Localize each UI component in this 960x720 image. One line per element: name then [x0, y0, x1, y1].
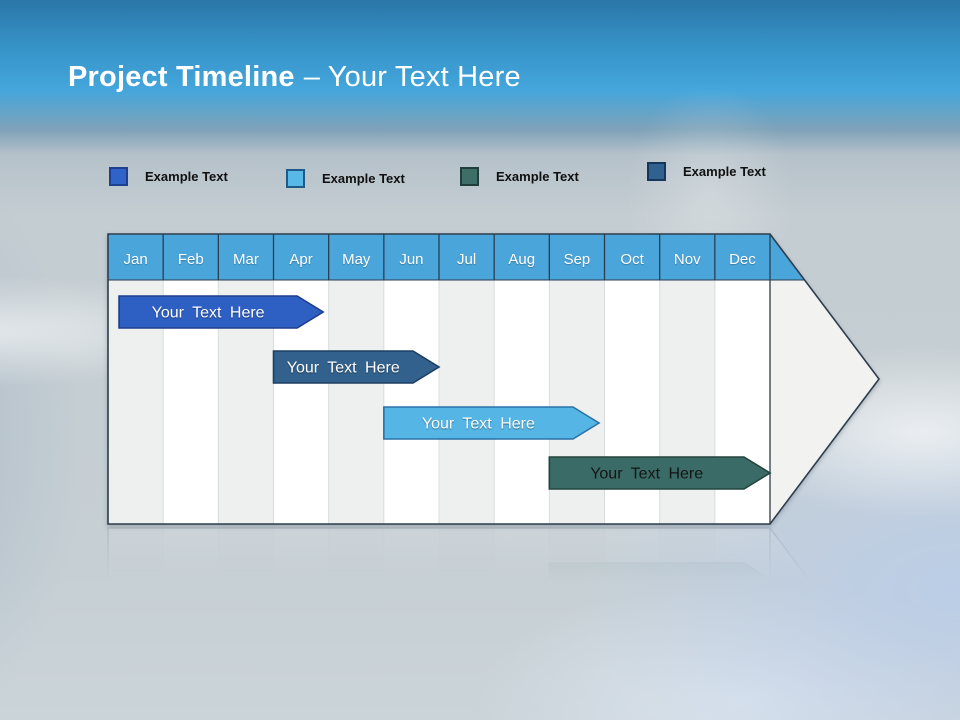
- month-column: [218, 234, 274, 524]
- month-column: [108, 528, 164, 591]
- month-column: [163, 528, 219, 591]
- page-title-main: Project Timeline: [68, 61, 295, 93]
- timeline-bar: [548, 562, 772, 591]
- legend-swatch-3: [460, 167, 479, 186]
- timeline-bar: [548, 456, 772, 490]
- timeline-bar-label: Your Text Here: [590, 466, 703, 483]
- month-column: [494, 528, 550, 591]
- page-title: Project Timeline– Your Text Here: [68, 61, 521, 94]
- month-label: Feb: [178, 251, 204, 268]
- month-label: Nov: [674, 251, 701, 268]
- legend-item-1: Example Text: [109, 167, 228, 186]
- month-label: Mar: [233, 251, 259, 268]
- month-column: [604, 528, 660, 591]
- month-column: [714, 528, 770, 591]
- month-column: [218, 528, 274, 591]
- timeline-bar-label: Your Text Here: [590, 570, 703, 587]
- legend-label-2: Example Text: [322, 171, 405, 186]
- legend-item-3: Example Text: [460, 167, 579, 186]
- month-column: [549, 528, 605, 591]
- month-column: [163, 234, 219, 524]
- month-header-band: [108, 234, 879, 280]
- arrow-base: [108, 528, 879, 591]
- timeline-bar-label: Your Text Here: [152, 305, 265, 322]
- legend-swatch-4: [647, 162, 666, 181]
- legend-item-2: Example Text: [286, 169, 405, 188]
- timeline-bar: [383, 406, 601, 440]
- timeline-bar-label: Your Text Here: [422, 416, 535, 433]
- timeline-bar-label: Your Text Here: [287, 360, 400, 377]
- month-label: Sep: [564, 251, 591, 268]
- month-column: [659, 528, 715, 591]
- month-label: Aug: [508, 251, 535, 268]
- month-column: [383, 528, 439, 591]
- arrow-outline: [107, 233, 881, 525]
- legend-swatch-2: [286, 169, 305, 188]
- legend-label-1: Example Text: [145, 169, 228, 184]
- month-column: [439, 528, 495, 591]
- timeline-arrow-graphic: JanFebMarAprMayJunJulAugSepOctNovDecYour…: [107, 527, 881, 591]
- month-label: Oct: [620, 251, 644, 268]
- month-label: Jul: [457, 251, 476, 268]
- month-column: [328, 528, 384, 591]
- timeline-bar: [272, 350, 441, 384]
- arrow-outline: [107, 527, 881, 591]
- month-column: [273, 528, 329, 591]
- month-label: Apr: [289, 251, 312, 268]
- page-title-suffix: – Your Text Here: [303, 61, 521, 93]
- month-label: May: [342, 251, 371, 268]
- legend-item-4: Example Text: [647, 162, 766, 181]
- legend-label-4: Example Text: [683, 164, 766, 179]
- chart-reflection: JanFebMarAprMayJunJulAugSepOctNovDecYour…: [107, 527, 881, 591]
- timeline-bar: [118, 295, 325, 329]
- timeline-arrow-graphic: Jan Feb Mar Apr May Jun Jul Aug Sep Oct Nov DecYour…: [107, 233, 881, 525]
- legend-label-3: Example Text: [496, 169, 579, 184]
- month-label: Dec: [729, 251, 756, 268]
- month-column: [439, 234, 495, 524]
- month-column: [494, 234, 550, 524]
- month-label: Jun: [399, 251, 423, 268]
- month-column: [108, 234, 164, 524]
- legend-swatch-1: [109, 167, 128, 186]
- month-label: Jan: [123, 251, 147, 268]
